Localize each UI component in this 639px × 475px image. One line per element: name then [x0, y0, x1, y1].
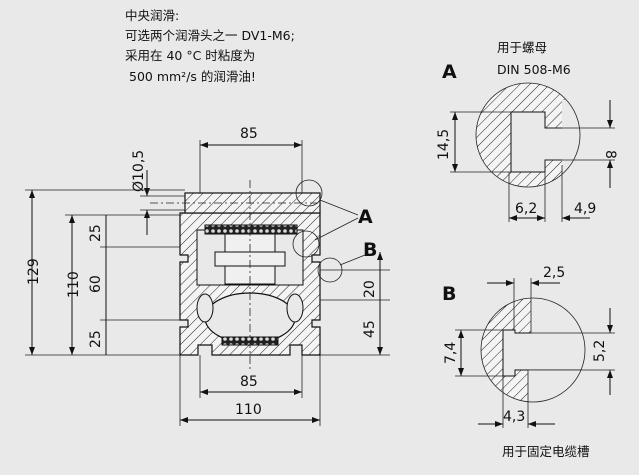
- detail-a-caption-din: DIN 508-M6: [497, 62, 571, 77]
- detail-b-dim-depth: 4,3: [503, 409, 525, 425]
- dim-bottom-inner-width: 85: [240, 374, 258, 390]
- main-dimensions: 85 Ø10,5 129 110 25 60 25 20 45 85 110: [25, 126, 390, 426]
- detail-a-dim-lip: 4,9: [574, 201, 596, 217]
- dim-left-lower: 25: [88, 330, 104, 348]
- note-line: 采用在 40 °C 时粘度为: [125, 48, 255, 63]
- note-line: 500 mm²/s 的润滑油!: [129, 69, 256, 84]
- detail-b-caption: 用于固定电缆槽: [502, 444, 590, 459]
- detail-b-dim-height: 7,4: [443, 342, 459, 364]
- lubrication-note: 中央润滑: 可选两个润滑头之一 DV1-M6; 采用在 40 °C 时粘度为 5…: [125, 8, 295, 84]
- dim-bottom-width: 110: [235, 402, 262, 418]
- callout-b: B: [363, 239, 377, 261]
- detail-a-dim-slot: 8: [602, 150, 618, 159]
- dim-left-upper: 25: [88, 224, 104, 242]
- detail-a-label: A: [442, 61, 457, 83]
- dim-right-upper: 20: [362, 280, 378, 298]
- detail-a-dim-depth: 6,2: [515, 201, 537, 217]
- detail-a-marker: [295, 179, 323, 207]
- detail-a: A 用于螺母 DIN 508-M6 14,5 8 6,2 4,9: [436, 40, 618, 222]
- callout-a: A: [358, 206, 373, 228]
- note-line: 可选两个润滑头之一 DV1-M6;: [125, 28, 295, 43]
- detail-b-dim-slot: 5,2: [592, 340, 608, 362]
- detail-a-caption: 用于螺母: [497, 40, 547, 55]
- dim-right-lower: 45: [362, 320, 378, 338]
- detail-b-label: B: [442, 283, 456, 305]
- note-line: 中央润滑:: [125, 8, 179, 23]
- detail-b-dim-lip: 2,5: [543, 265, 565, 281]
- dim-body-height: 110: [66, 271, 82, 298]
- dim-bore-dia: Ø10,5: [131, 150, 147, 192]
- dim-total-height: 129: [26, 258, 42, 285]
- profile-section: A B: [150, 179, 377, 370]
- dim-left-middle: 60: [88, 275, 104, 293]
- detail-b: B 2,5 7,4 5,2 4,3 用于固定电缆槽: [442, 265, 615, 459]
- detail-a-dim-height: 14,5: [436, 129, 452, 160]
- dim-top-width: 85: [240, 126, 258, 142]
